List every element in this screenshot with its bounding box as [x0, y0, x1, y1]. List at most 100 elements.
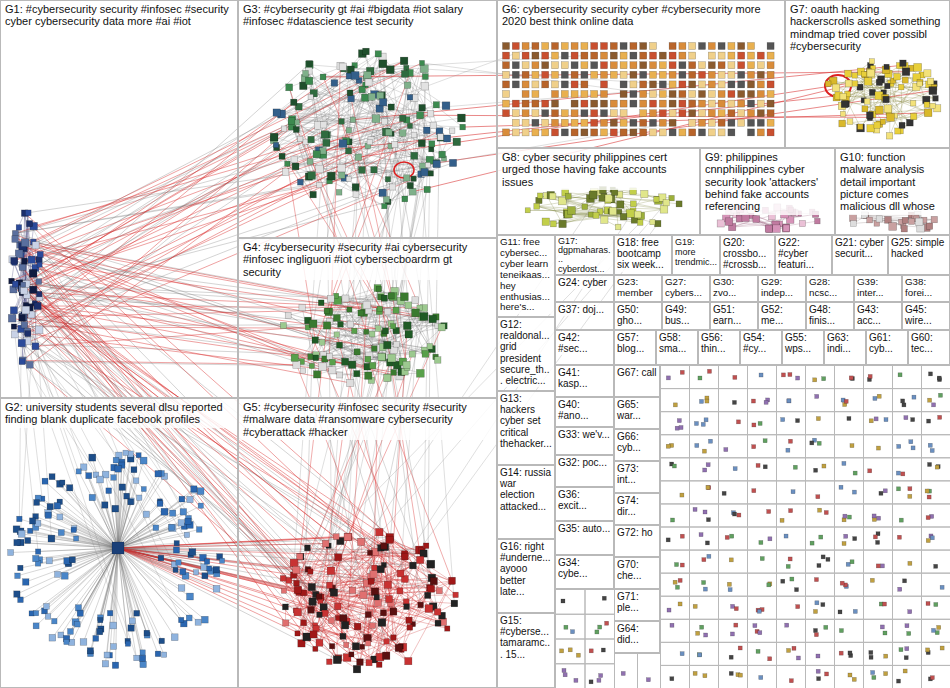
vertex-icon	[187, 496, 193, 502]
vertex-icon	[36, 291, 42, 297]
small-group-frame	[922, 412, 950, 435]
vertex-icon	[370, 623, 376, 629]
network-edge	[861, 72, 910, 123]
vertex-icon	[367, 139, 372, 144]
network-edge	[48, 548, 118, 616]
network-edge	[26, 305, 337, 660]
vertex-icon	[301, 620, 307, 626]
vertex-icon	[349, 587, 355, 593]
small-group-frame	[690, 665, 719, 688]
vertex-icon	[291, 99, 297, 105]
vertex-icon	[384, 341, 391, 348]
network-edge	[316, 629, 356, 647]
small-group-frame	[922, 665, 950, 688]
vertex-icon	[329, 367, 336, 374]
vertex-icon	[310, 631, 317, 638]
network-edge	[329, 145, 395, 312]
network-edge	[368, 595, 428, 643]
network-edge	[37, 502, 118, 548]
network-edge	[118, 548, 136, 658]
vertex-icon	[342, 295, 349, 302]
network-edge	[84, 548, 118, 642]
vertex-icon	[316, 639, 323, 646]
vertex-icon	[416, 369, 424, 377]
vertex-icon	[365, 372, 372, 379]
small-group-frame	[922, 596, 950, 619]
vertex-icon	[384, 308, 391, 315]
vertex-icon	[400, 293, 408, 301]
network-edge	[347, 578, 432, 658]
vertex-icon	[412, 309, 420, 317]
small-group-frame	[690, 619, 719, 642]
vertex-icon	[340, 633, 346, 639]
small-group-frame	[719, 458, 748, 481]
small-group-frame	[556, 590, 586, 615]
vertex-icon	[355, 154, 362, 161]
small-group-frame	[615, 654, 638, 688]
small-group-frame	[864, 481, 893, 504]
vertex-icon	[74, 536, 79, 541]
vertex-icon	[20, 287, 27, 294]
small-group-frame	[719, 550, 748, 573]
small-group-frame	[690, 573, 719, 596]
small-group-frame	[922, 573, 950, 596]
small-group-frame	[719, 642, 748, 665]
network-edge	[384, 163, 436, 206]
vertex-icon	[180, 509, 186, 515]
small-group-frame	[748, 458, 777, 481]
vertex-icon	[307, 159, 313, 165]
vertex-icon	[308, 569, 314, 575]
small-group-frame	[777, 504, 806, 527]
vertex-icon	[453, 592, 458, 597]
vertex-icon	[359, 86, 365, 92]
small-group-frame	[556, 639, 586, 664]
vertex-icon	[19, 315, 26, 322]
vertex-icon	[411, 152, 418, 159]
network-edge	[879, 82, 933, 90]
vertex-icon	[89, 454, 96, 461]
vertex-icon	[346, 176, 351, 181]
small-group-frame	[835, 412, 864, 435]
network-edge	[107, 548, 118, 655]
vertex-icon	[280, 322, 286, 328]
vertex-icon	[12, 281, 18, 287]
network-edge	[118, 537, 348, 548]
vertex-icon	[67, 485, 73, 491]
network-edge	[118, 498, 139, 548]
network-edge	[27, 295, 175, 564]
vertex-icon	[313, 151, 320, 158]
vertex-icon	[438, 324, 445, 331]
network-edge	[25, 156, 415, 213]
vertex-icon	[318, 300, 324, 306]
small-group-frame	[719, 481, 748, 504]
small-group-frame	[719, 366, 748, 389]
vertex-icon	[352, 328, 357, 333]
vertex-icon	[397, 570, 404, 577]
network-edge	[36, 548, 118, 613]
vertex-icon	[400, 57, 408, 65]
small-group-frame	[777, 573, 806, 596]
vertex-icon	[352, 184, 359, 191]
vertex-icon	[323, 139, 330, 146]
small-group-frame	[661, 642, 690, 665]
vertex-icon	[384, 581, 391, 588]
small-group-frame	[922, 389, 950, 412]
small-group-frame	[661, 550, 690, 573]
vertex-icon	[416, 556, 423, 563]
vertex-icon	[19, 357, 26, 364]
vertex-icon	[379, 60, 387, 68]
vertex-icon	[297, 179, 303, 185]
small-group-frame	[922, 458, 950, 481]
vertex-icon	[273, 142, 278, 147]
vertex-icon	[372, 345, 379, 352]
vertex-icon	[353, 192, 359, 198]
vertex-icon	[348, 361, 355, 368]
vertex-icon	[390, 184, 396, 190]
vertex-icon	[11, 324, 16, 329]
vertex-icon	[430, 578, 437, 585]
network-edge	[118, 491, 201, 548]
vertex-icon	[382, 119, 388, 125]
network-edge	[27, 341, 204, 567]
network-edge	[118, 548, 143, 658]
vertex-icon	[401, 70, 408, 77]
